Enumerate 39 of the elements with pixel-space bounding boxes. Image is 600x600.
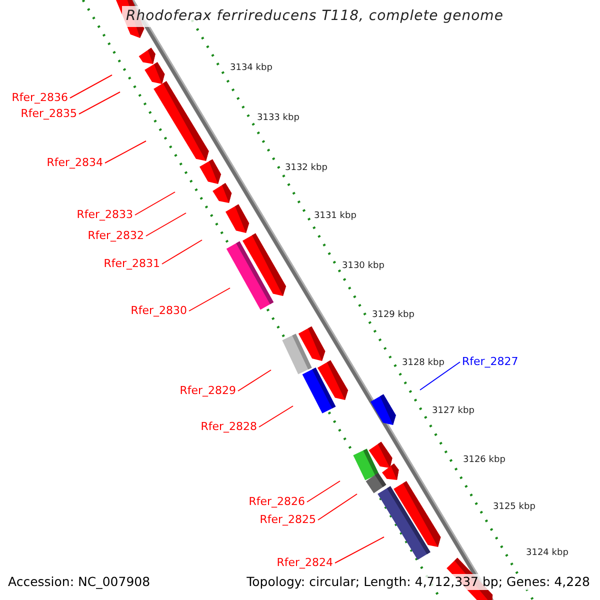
scale-tick-label: 3127 kbp bbox=[432, 406, 474, 417]
gene-label: Rfer_2831 bbox=[104, 257, 160, 271]
leader-line bbox=[334, 536, 384, 564]
scale-tick-label: 3126 kbp bbox=[463, 455, 506, 466]
leader-line bbox=[188, 288, 230, 312]
gene-label: Rfer_2824 bbox=[276, 556, 333, 570]
scale-tick-label: 3133 kbp bbox=[257, 113, 300, 124]
info-text: Accession: NC_007908 bbox=[8, 574, 150, 590]
gene-label: Rfer_2833 bbox=[76, 208, 133, 222]
leader-line bbox=[78, 92, 120, 114]
scale-tick-label: 3134 kbp bbox=[230, 63, 272, 74]
gene-label: Rfer_2829 bbox=[180, 384, 236, 398]
scale-tick-label: 3124 kbp bbox=[526, 548, 568, 559]
scale-tick-label: 3125 kbp bbox=[493, 502, 536, 513]
leader-line bbox=[238, 370, 272, 392]
gene-label: Rfer_2826 bbox=[248, 495, 305, 509]
gene-label: Rfer_2828 bbox=[200, 420, 257, 434]
gene-label: Rfer_2825 bbox=[260, 513, 316, 527]
scale-tick-label: 3130 kbp bbox=[342, 261, 384, 272]
gene-label: Rfer_2835 bbox=[20, 107, 77, 121]
gene-label: Rfer_2834 bbox=[46, 156, 103, 170]
leader-line bbox=[420, 362, 460, 390]
scale-tick-label: 3129 kbp bbox=[372, 310, 414, 321]
gene-label: Rfer_2830 bbox=[130, 304, 187, 318]
scale-tick-label: 3131 kbp bbox=[314, 211, 356, 222]
leader-line bbox=[134, 192, 176, 216]
gene-label: Rfer_2832 bbox=[88, 229, 144, 243]
leader-line bbox=[146, 212, 186, 236]
leader-line bbox=[258, 406, 294, 428]
gene-label: Rfer_2827 bbox=[462, 355, 518, 369]
leader-line bbox=[104, 140, 146, 164]
leader-line bbox=[70, 74, 112, 98]
info-text: Topology: circular; Length: 4,712,337 bp; Genes: 4,228 bbox=[246, 574, 590, 590]
scale-tick-label: 3132 kbp bbox=[285, 163, 328, 174]
leader-line bbox=[306, 480, 340, 502]
scale-tick-label: 3128 kbp bbox=[402, 358, 444, 369]
gene-label: Rfer_2836 bbox=[12, 91, 68, 105]
leader-line bbox=[162, 240, 202, 264]
leader-line bbox=[318, 494, 358, 520]
